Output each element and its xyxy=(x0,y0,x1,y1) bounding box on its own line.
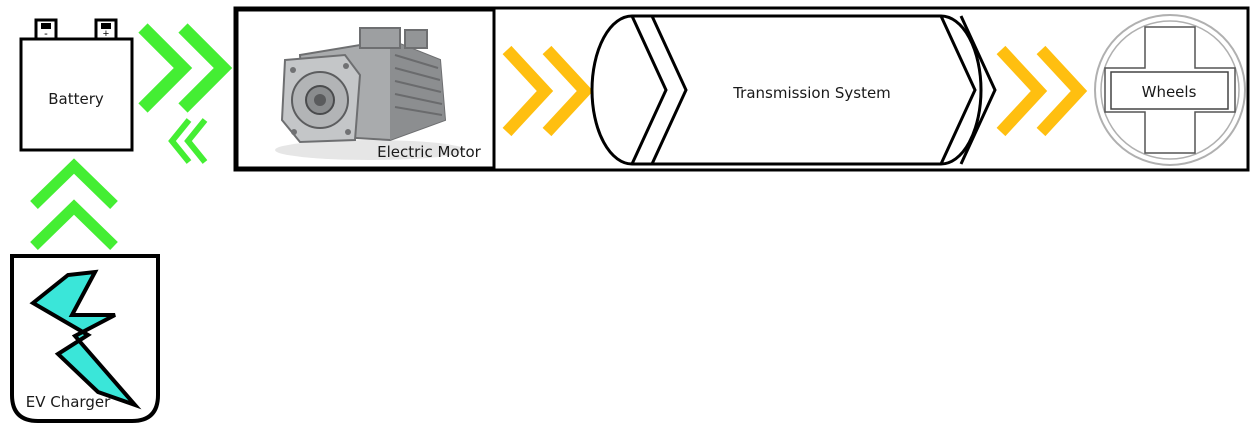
battery-neg-label: - xyxy=(44,28,48,40)
regen-arrows xyxy=(168,118,208,164)
battery: - + Battery xyxy=(19,18,134,152)
motor-to-transmission-arrows xyxy=(502,45,594,137)
battery-body xyxy=(19,37,134,152)
charger-to-battery-arrows xyxy=(30,158,118,250)
battery-pos-label: + xyxy=(103,28,109,40)
motor-label: Electric Motor xyxy=(377,143,482,161)
wheels-label: Wheels xyxy=(1142,83,1197,101)
ev-charger: EV Charger xyxy=(10,254,160,423)
electric-motor: Electric Motor xyxy=(235,8,496,170)
wheels: Wheels xyxy=(1094,14,1246,166)
transmission-system: Transmission System xyxy=(590,14,997,166)
battery-to-motor-arrows xyxy=(138,23,233,113)
electric-motor-icon xyxy=(275,27,465,160)
transmission-label: Transmission System xyxy=(732,84,891,102)
battery-label: Battery xyxy=(48,90,104,108)
lightning-bolt-icon xyxy=(29,269,142,410)
transmission-to-wheels-arrows xyxy=(996,45,1088,137)
charger-label: EV Charger xyxy=(26,393,111,411)
